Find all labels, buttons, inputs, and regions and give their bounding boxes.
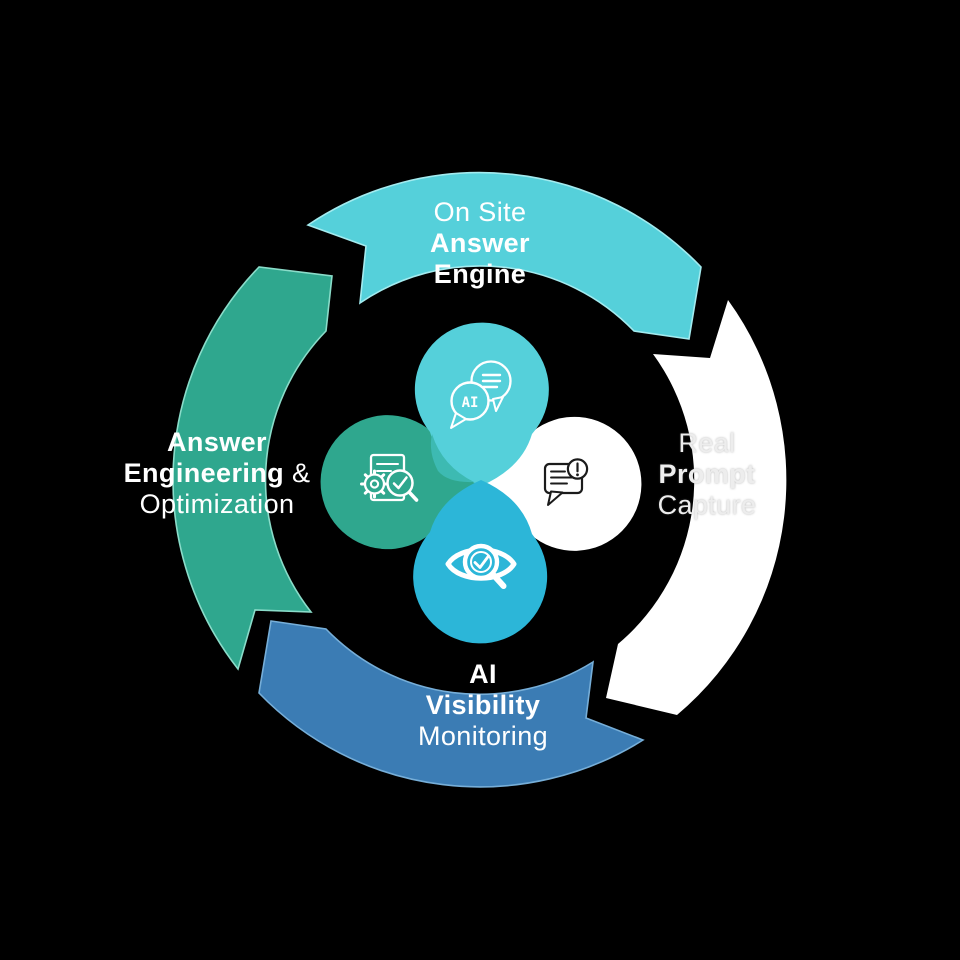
- label-right-line2: Prompt: [658, 459, 756, 489]
- gear-body: [363, 473, 386, 495]
- arc-bottom-visibility: [258, 620, 645, 788]
- eye-lens: [462, 543, 500, 581]
- label-bottom-line2: Visibility: [425, 690, 541, 720]
- label-bottom-line3: Monitoring: [417, 721, 549, 751]
- alert-exclamation-dot: [576, 473, 579, 477]
- arc-left-engineering: [172, 266, 333, 671]
- label-left-arc: Answer Engineering & Optimization: [102, 427, 332, 520]
- label-right-line3: Capture: [657, 490, 757, 520]
- cycle-ring: [172, 171, 787, 788]
- label-bottom-arc: AI Visibility Monitoring: [333, 659, 633, 752]
- label-left-line1: Answer: [167, 427, 267, 457]
- label-right-arc: Real Prompt Capture: [597, 428, 817, 521]
- label-bottom-line1: AI: [469, 659, 497, 689]
- eye-lens-handle: [490, 572, 507, 589]
- petal-overlap-shade: [430, 434, 474, 483]
- label-left-line2-bold: Engineering: [123, 458, 285, 488]
- ai-badge-text: AI: [462, 395, 479, 411]
- document-lines: [376, 463, 399, 472]
- message-bubble-tail: [547, 490, 564, 506]
- label-top-line3: Engine: [433, 259, 527, 289]
- label-left-line2-regular: &: [284, 458, 311, 488]
- magnifier-handle: [407, 490, 419, 502]
- gear-teeth: [360, 469, 389, 499]
- eye-search-check-icon: [445, 543, 517, 589]
- label-right-line1: Real: [678, 428, 736, 458]
- arc-top-answer-engine: [306, 171, 702, 340]
- message-lines: [550, 470, 575, 485]
- document-gear-search-icon: [360, 453, 419, 502]
- alert-message-icon: [543, 458, 589, 506]
- magnifier-check: [392, 476, 408, 490]
- label-top-line1: On Site: [433, 197, 527, 227]
- arc-right-prompt-capture: [606, 300, 787, 715]
- chat-bubble-ai: [450, 381, 490, 421]
- label-top-arc: On Site Answer Engine: [330, 197, 630, 290]
- chat-bubble-right-tail: [492, 396, 504, 412]
- label-top-line2: Answer: [430, 228, 530, 258]
- label-left-line3: Optimization: [139, 489, 295, 519]
- chat-bubble-right-lines: [481, 373, 502, 389]
- chat-bubble-right: [470, 360, 512, 402]
- eye-outline: [445, 547, 517, 581]
- chat-bubble-ai-tail: [450, 412, 467, 429]
- gear-hub: [369, 479, 380, 489]
- label-left-line2: Engineering &: [102, 458, 332, 489]
- eye-lens-check: [473, 554, 490, 569]
- ai-chat-bubbles-icon: AI: [450, 360, 512, 429]
- eye-lens-inner-ring: [470, 551, 492, 573]
